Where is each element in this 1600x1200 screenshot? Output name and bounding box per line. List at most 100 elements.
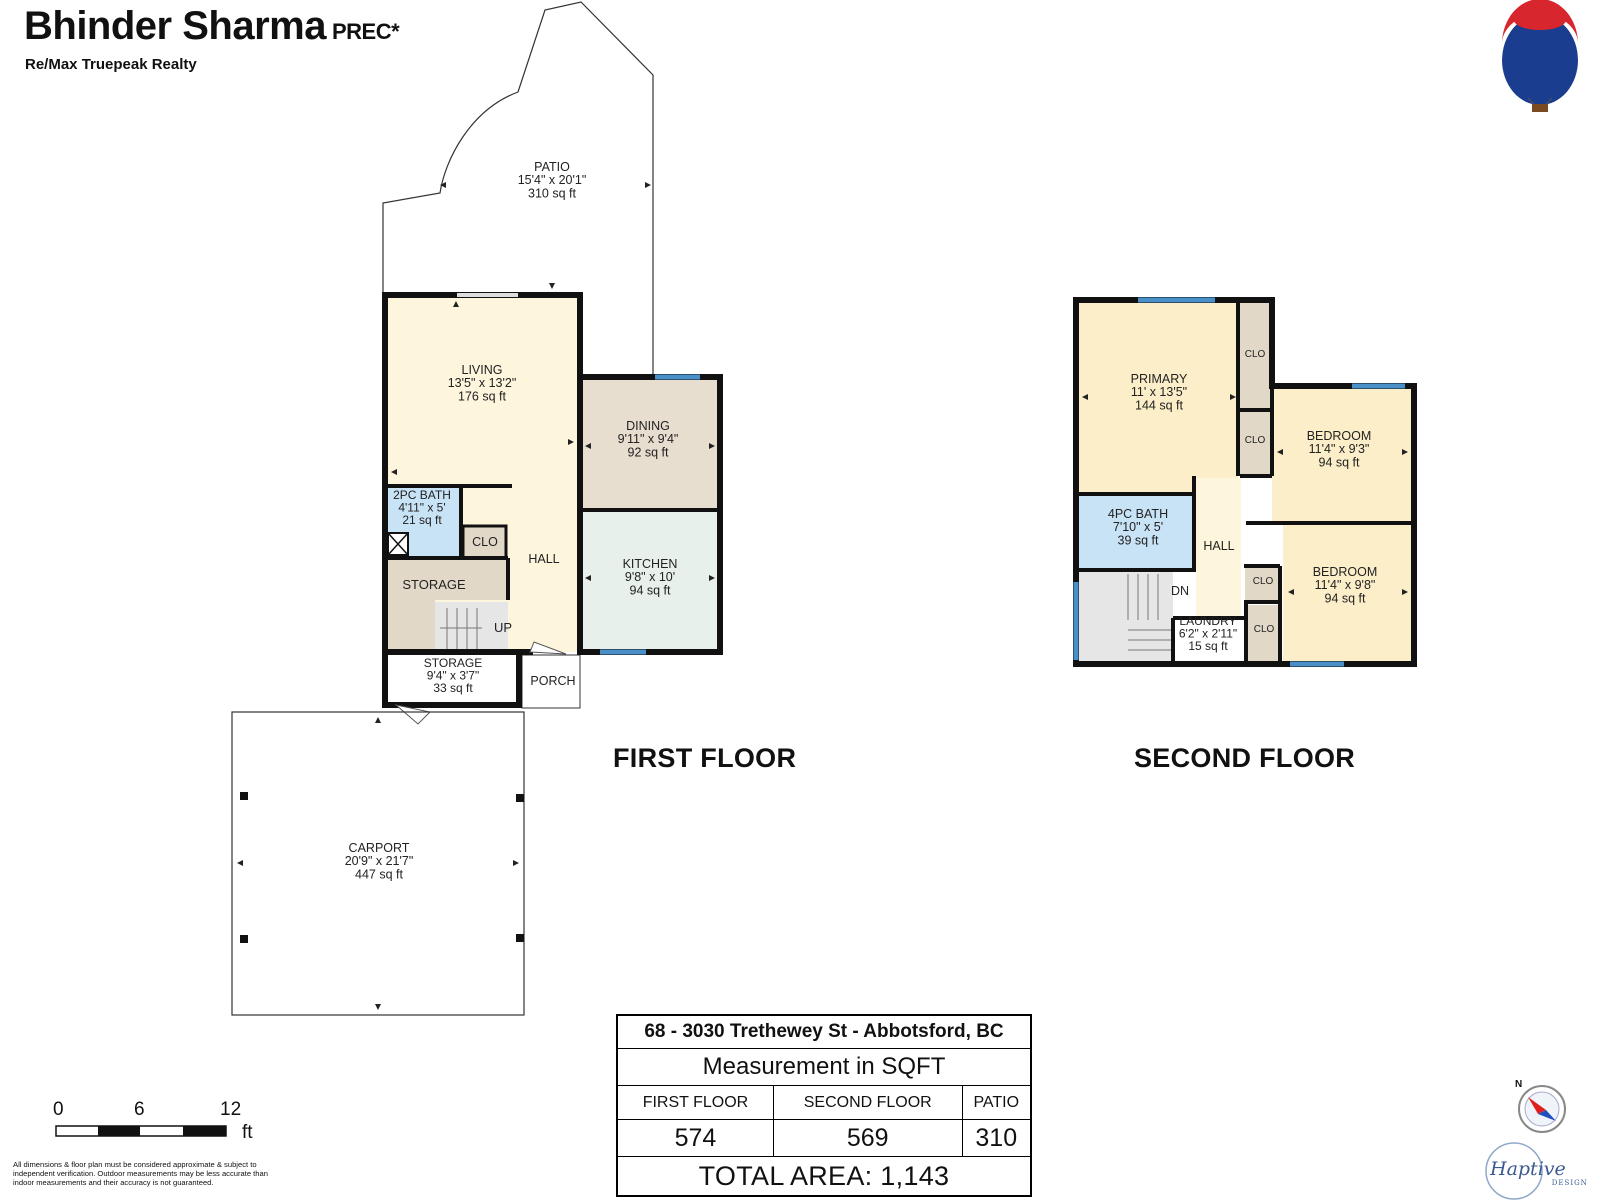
designer-sub: DESIGN <box>1551 1179 1588 1187</box>
first-floor-title: FIRST FLOOR <box>613 743 797 773</box>
stair-treads-second <box>1127 574 1173 651</box>
closet-bedroom-a <box>1240 412 1270 474</box>
room-hall-second-name: HALL <box>1203 539 1234 553</box>
designer-logo: Haptive DESIGN <box>1490 1158 1588 1187</box>
summary-value-second: 569 <box>772 1119 963 1157</box>
summary-value-patio: 310 <box>961 1119 1032 1157</box>
compass-north-label: N <box>1515 1079 1523 1090</box>
bedroom-b-room <box>1283 525 1412 662</box>
room-storage-b-area: 33 sq ft <box>433 681 473 695</box>
summary-header-first: FIRST FLOOR <box>616 1085 774 1120</box>
first-floor-walls <box>382 292 723 708</box>
brokerage-name: Re/Max Truepeak Realty <box>25 56 197 73</box>
patio-outline <box>382 1 654 380</box>
summary-value-first: 574 <box>616 1119 774 1157</box>
summary-header-patio: PATIO <box>961 1085 1032 1120</box>
room-bath2pc-area: 21 sq ft <box>402 513 442 527</box>
carport-outline <box>231 711 525 1016</box>
room-kitchen-name: KITCHEN <box>623 557 678 571</box>
closet-bedroom-b1 <box>1245 568 1279 602</box>
room-carport-dims: 20'9" x 21'7" <box>345 854 414 868</box>
compass-icon <box>1518 1085 1566 1133</box>
room-kitchen-area: 94 sq ft <box>630 583 672 597</box>
room-laundry-name: LAUNDRY <box>1179 614 1236 628</box>
room-dining-name: DINING <box>626 419 670 433</box>
hall-second-area <box>1196 478 1241 618</box>
room-bath4pc-area: 39 sq ft <box>1118 533 1160 547</box>
room-primary-dims: 11' x 13'5" <box>1131 385 1187 399</box>
area-summary-table: 68 - 3030 Trethewey St - Abbotsford, BC … <box>616 1014 1032 1197</box>
room-primary-name: PRIMARY <box>1131 372 1188 386</box>
room-storage-a-name: STORAGE <box>402 577 466 592</box>
room-clo-bedroom-a-name: CLO <box>1245 435 1266 446</box>
room-up-name: UP <box>494 620 512 635</box>
room-bath4pc-dims: 7'10" x 5' <box>1113 520 1163 534</box>
room-laundry-dims: 6'2" x 2'11" <box>1179 627 1237 641</box>
closet-bedroom-b2 <box>1248 605 1282 662</box>
bath-4pc-room <box>1078 496 1193 569</box>
room-kitchen-dims: 9'8" x 10' <box>625 570 675 584</box>
scale-unit: ft <box>242 1122 253 1143</box>
stairs-down <box>1078 572 1173 662</box>
kitchen-room <box>580 512 720 652</box>
room-laundry-area: 15 sq ft <box>1188 639 1228 653</box>
remax-logo-text: RE/MAX <box>1509 33 1564 49</box>
room-clo-primary-name: CLO <box>1245 349 1266 360</box>
storage-a-room <box>387 560 508 652</box>
room-bath4pc-name: 4PC BATH <box>1108 507 1168 521</box>
room-bedroom-b-area: 94 sq ft <box>1325 591 1367 605</box>
scale-tick-12: 12 <box>220 1099 242 1120</box>
stair-treads <box>440 608 482 652</box>
room-bath2pc-name: 2PC BATH <box>393 488 451 502</box>
agent-name-text: Bhinder Sharma <box>24 4 326 48</box>
laundry-room <box>1175 620 1245 662</box>
room-living-dims: 13'5" x 13'2" <box>448 376 517 390</box>
scale-bar <box>55 1125 227 1137</box>
room-dn-name: DN <box>1171 584 1189 598</box>
summary-total-area: TOTAL AREA: 1,143 <box>616 1156 1032 1197</box>
room-bath2pc-dims: 4'11" x 5' <box>398 501 445 515</box>
room-carport-name: CARPORT <box>349 841 410 855</box>
carport-door <box>394 704 432 725</box>
summary-address: 68 - 3030 Trethewey St - Abbotsford, BC <box>616 1014 1032 1049</box>
porch-door <box>529 641 567 655</box>
designer-name: Haptive <box>1490 1158 1566 1180</box>
room-storage-b-name: STORAGE <box>424 656 482 670</box>
room-bedroom-a-name: BEDROOM <box>1307 429 1372 443</box>
room-bedroom-a-area: 94 sq ft <box>1319 455 1361 469</box>
room-hall-first-name: HALL <box>528 552 559 566</box>
room-dining-area: 92 sq ft <box>628 445 670 459</box>
bedroom-a-room <box>1272 388 1412 522</box>
room-bedroom-b-name: BEDROOM <box>1313 565 1378 579</box>
designer-logo-ring <box>1485 1142 1543 1200</box>
primary-room <box>1078 302 1238 493</box>
room-dining-dims: 9'11" x 9'4" <box>618 432 679 446</box>
carport-posts <box>240 792 524 943</box>
room-living-area: 176 sq ft <box>458 389 506 403</box>
remax-balloon-logo <box>1502 0 1578 112</box>
room-patio-dims: 15'4" x 20'1" <box>518 173 587 187</box>
room-bedroom-b-dims: 11'4" x 9'8" <box>1315 578 1376 592</box>
room-primary-area: 144 sq ft <box>1135 398 1183 412</box>
room-clo-bedroom-b1-name: CLO <box>1253 576 1274 587</box>
dining-room <box>580 377 720 510</box>
second-floor-title: SECOND FLOOR <box>1134 743 1356 773</box>
room-clo-first-name: CLO <box>472 535 498 549</box>
agent-designation: PREC* <box>331 19 400 44</box>
room-porch-name: PORCH <box>530 674 575 688</box>
room-clo-bedroom-b2-name: CLO <box>1254 624 1275 635</box>
closet-primary <box>1240 302 1270 408</box>
room-patio-name: PATIO <box>534 160 570 174</box>
storage-b-room <box>386 655 519 703</box>
room-bedroom-a-dims: 11'4" x 9'3" <box>1309 442 1370 456</box>
summary-header-second: SECOND FLOOR <box>772 1085 963 1120</box>
room-carport-area: 447 sq ft <box>355 867 403 881</box>
room-storage-b-dims: 9'4" x 3'7" <box>427 669 479 683</box>
summary-measurement-unit: Measurement in SQFT <box>616 1048 1032 1086</box>
room-patio-area: 310 sq ft <box>528 186 576 200</box>
room-living-name: LIVING <box>462 363 503 377</box>
scale-tick-6: 6 <box>134 1099 145 1120</box>
